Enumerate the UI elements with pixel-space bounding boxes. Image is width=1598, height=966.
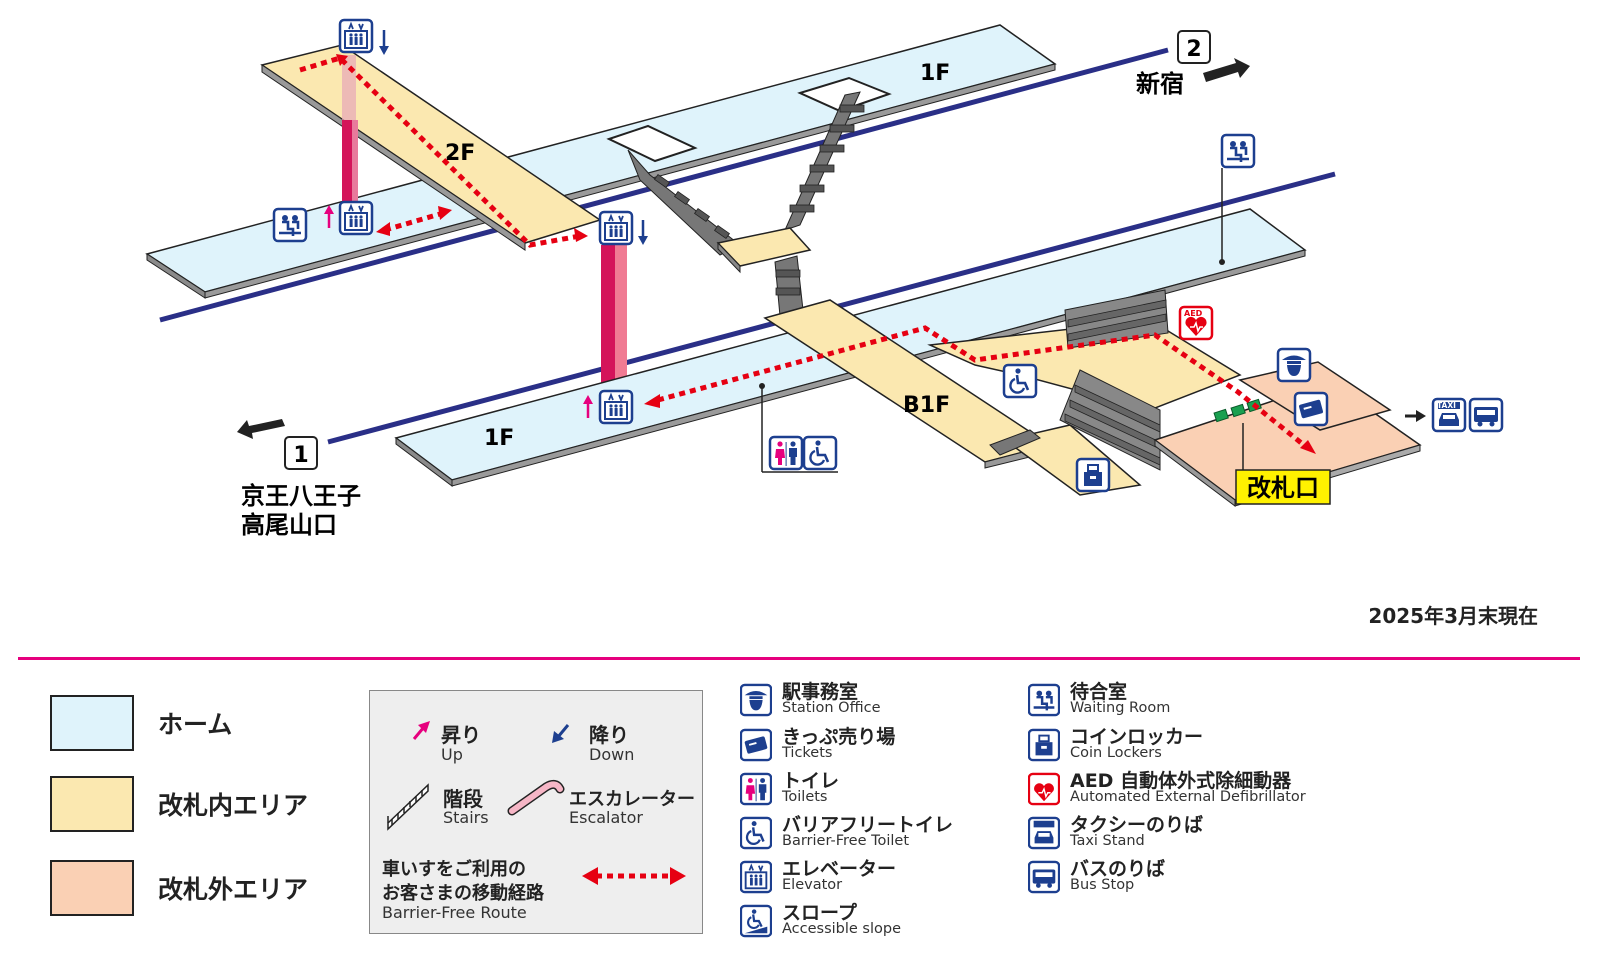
floor-label-2f: 2F bbox=[445, 141, 475, 166]
legend-jp: タクシーのりば bbox=[1070, 814, 1204, 836]
area-label: ホーム bbox=[158, 710, 233, 739]
station-office-icon bbox=[1276, 347, 1312, 383]
stairs-icon bbox=[387, 783, 429, 831]
key-escalator-en: Escalator bbox=[569, 808, 643, 827]
ticket-gates bbox=[1213, 398, 1262, 470]
taxi-icon bbox=[1028, 816, 1060, 850]
legend-en: Barrier-Free Toilet bbox=[782, 833, 910, 849]
legend-jp: バリアフリートイレ bbox=[782, 814, 954, 836]
slope-icon bbox=[1002, 363, 1038, 399]
floor-label-b1f: B1F bbox=[903, 393, 950, 418]
legend-en: Tickets bbox=[782, 745, 833, 761]
key-stairs-jp: 階段 bbox=[443, 787, 483, 811]
route-arrowheads bbox=[336, 54, 1316, 454]
elevator-icon bbox=[338, 200, 374, 236]
legend-jp: 駅事務室 bbox=[782, 681, 859, 703]
barrier-free-route bbox=[299, 55, 1307, 448]
ticket-gate-label: 改札口 bbox=[1235, 469, 1331, 505]
exit-arrow-icon bbox=[1405, 410, 1426, 422]
aed-icon bbox=[1028, 772, 1060, 806]
legend-en: Automated External Defibrillator bbox=[1070, 789, 1306, 805]
waiting-room-icon bbox=[1220, 133, 1256, 169]
aed-mark-text: AED bbox=[1184, 309, 1203, 318]
barrier-free-toilet-icon bbox=[802, 435, 838, 471]
legend-en: Taxi Stand bbox=[1070, 833, 1145, 849]
swatch-outside-gate bbox=[50, 860, 134, 916]
station-office-icon bbox=[740, 683, 772, 717]
coin-locker-icon bbox=[1028, 728, 1060, 762]
toilet-icon bbox=[768, 435, 804, 471]
svg-text:改札口: 改札口 bbox=[1247, 474, 1319, 502]
ticket-icon bbox=[740, 728, 772, 762]
bus-icon bbox=[1468, 397, 1504, 433]
legend-en: Toilets bbox=[782, 789, 828, 805]
elevator-icon bbox=[338, 18, 374, 54]
legend-en: Coin Lockers bbox=[1070, 745, 1162, 761]
slope-icon bbox=[740, 904, 772, 938]
legend-jp: スロープ bbox=[782, 902, 857, 924]
legend-jp: AED 自動体外式除細動器 bbox=[1070, 770, 1292, 792]
direction-arrows bbox=[324, 30, 648, 418]
swatch-platform bbox=[50, 695, 134, 751]
legend-en: Station Office bbox=[782, 700, 881, 716]
floor-label-1f-upper: 1F bbox=[920, 61, 950, 86]
key-route-en: Barrier-Free Route bbox=[382, 903, 527, 922]
key-stairs-en: Stairs bbox=[443, 808, 489, 827]
key-down-jp: 降り bbox=[589, 723, 629, 747]
track-1-indicator: 1 京王八王子 高尾山口 bbox=[237, 419, 361, 539]
key-up-jp: 昇り bbox=[441, 723, 481, 747]
waiting-room-icon bbox=[272, 207, 308, 243]
legend-jp: きっぷ売り場 bbox=[782, 726, 896, 748]
track-1-destination-line1: 京王八王子 bbox=[241, 482, 361, 510]
track-1-destination-line2: 高尾山口 bbox=[241, 511, 337, 539]
elevator-icon bbox=[598, 210, 634, 246]
coin-locker-icon bbox=[1075, 457, 1111, 493]
floor-label-1f-lower: 1F bbox=[484, 426, 514, 451]
route-arrow-icon bbox=[582, 867, 686, 885]
legend-jp: 待合室 bbox=[1070, 681, 1128, 703]
bus-icon bbox=[1028, 860, 1060, 894]
track-2-destination: 新宿 bbox=[1136, 70, 1184, 98]
area-label: 改札内エリア bbox=[158, 791, 309, 820]
swatch-inside-gate bbox=[50, 776, 134, 832]
waiting-room-icon bbox=[1028, 683, 1060, 717]
up-arrow-icon bbox=[412, 721, 430, 740]
arrow-right-icon bbox=[1203, 58, 1250, 82]
legend-en: Bus Stop bbox=[1070, 877, 1135, 893]
legend-jp: エレベーター bbox=[782, 858, 897, 880]
legend-jp: トイレ bbox=[782, 770, 840, 792]
symbol-key-box: 昇り Up 降り Down 階段 Stairs エスカレーター Escalato… bbox=[369, 690, 703, 934]
legend-jp: コインロッカー bbox=[1070, 726, 1204, 748]
key-route-jp-line1: 車いすをご利用の bbox=[382, 859, 526, 880]
track-2-indicator: 2 新宿 bbox=[1136, 30, 1250, 98]
key-route-jp-line2: お客さまの移動経路 bbox=[382, 883, 544, 904]
key-graphics bbox=[387, 721, 686, 885]
svg-text:2: 2 bbox=[1186, 37, 1201, 62]
key-up-en: Up bbox=[441, 745, 463, 764]
legend-en: Accessible slope bbox=[782, 921, 902, 937]
legend-jp: バスのりば bbox=[1070, 858, 1166, 880]
stairs-middle bbox=[627, 91, 865, 317]
escalator-icon bbox=[507, 779, 565, 816]
svg-text:1: 1 bbox=[293, 443, 308, 468]
area-label: 改札外エリア bbox=[158, 875, 309, 904]
key-down-en: Down bbox=[589, 745, 635, 764]
legend-en: Waiting Room bbox=[1070, 700, 1171, 716]
elevator-icon bbox=[740, 860, 772, 894]
legend-en: Elevator bbox=[782, 877, 843, 893]
station-map: 1F 2F bbox=[145, 18, 1504, 539]
as-of-date: 2025年3月末現在 bbox=[1368, 604, 1538, 628]
wheelchair-icon bbox=[740, 816, 772, 850]
elevator-icon bbox=[598, 389, 634, 425]
elevator-shafts bbox=[342, 55, 627, 395]
toilet-icon bbox=[740, 772, 772, 806]
divider bbox=[18, 657, 1580, 660]
down-arrow-icon bbox=[552, 724, 570, 743]
arrow-left-icon bbox=[237, 419, 285, 439]
taxi-mark-text: TAXI bbox=[1437, 401, 1456, 410]
key-escalator-jp: エスカレーター bbox=[569, 789, 695, 810]
ticket-icon bbox=[1293, 391, 1329, 427]
